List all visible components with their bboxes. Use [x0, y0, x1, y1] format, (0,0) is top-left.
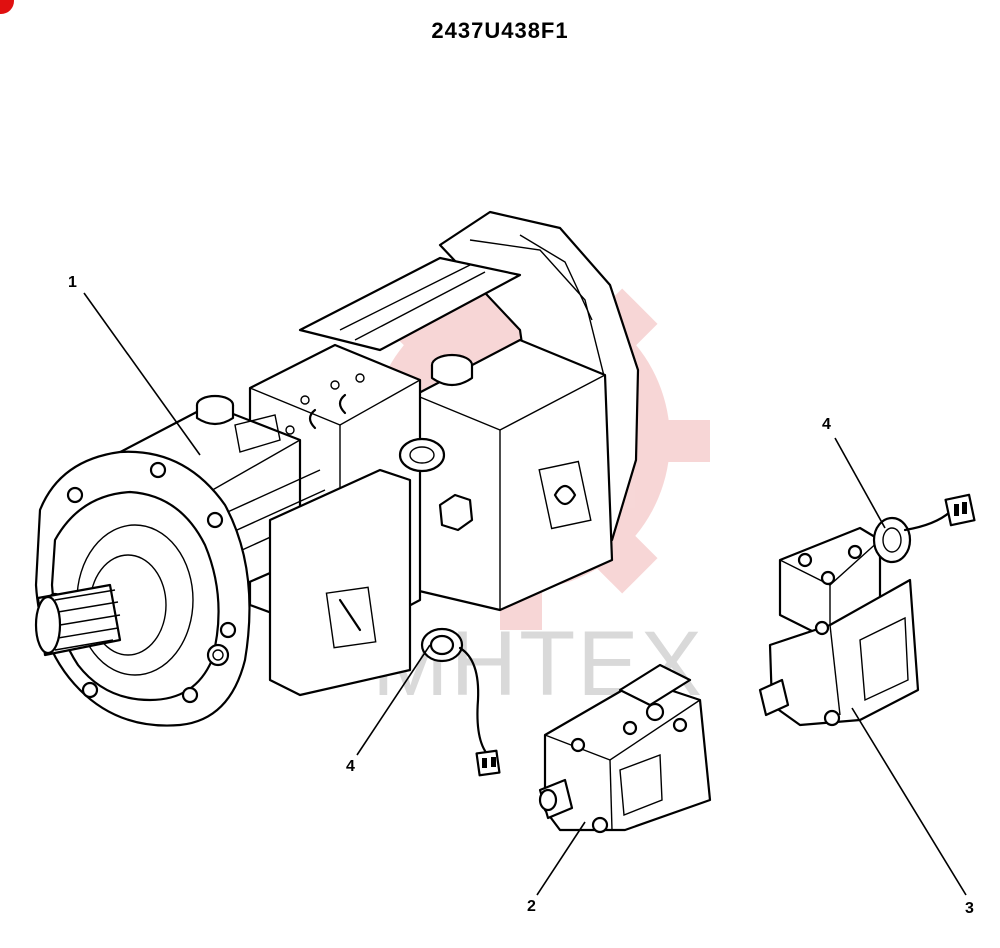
leader-line-1 — [83, 292, 201, 456]
leader-line-4a — [356, 644, 431, 756]
callout-4-valve: 4 — [822, 416, 831, 433]
callout-1: 1 — [68, 274, 77, 291]
leader-line-2 — [536, 821, 586, 896]
callout-3: 3 — [965, 900, 974, 917]
regulator-valve-2 — [538, 663, 712, 834]
drawing-number: 2437U438F1 — [431, 18, 569, 43]
leader-line-3 — [851, 707, 967, 896]
pressure-sensor-on-pump — [420, 627, 501, 777]
main-pump-assembly — [34, 210, 640, 727]
callout-2: 2 — [527, 898, 536, 915]
callout-4-pump: 4 — [346, 758, 355, 775]
regulator-valve-3 — [758, 493, 976, 727]
leader-line-4b — [834, 437, 886, 529]
